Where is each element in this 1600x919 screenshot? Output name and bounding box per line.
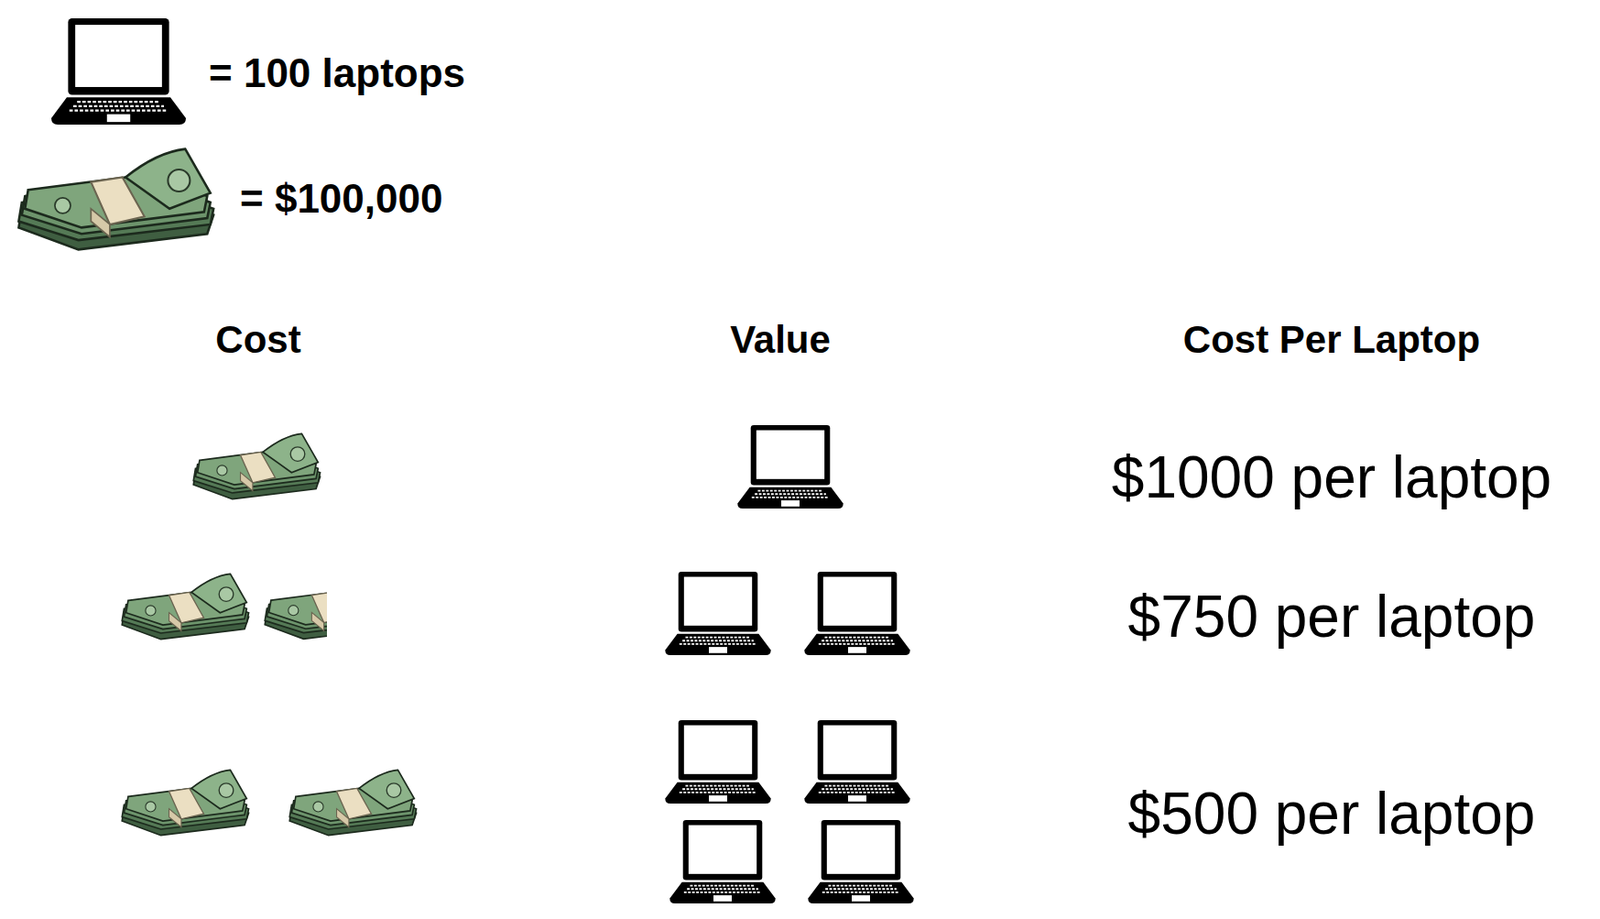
legend-text: = $100,000: [239, 176, 443, 221]
laptop-icon: [807, 819, 914, 904]
money-icon: [18, 149, 214, 251]
column-header: Value: [729, 318, 831, 361]
legend-text: = 100 laptops: [208, 51, 466, 96]
money-icon: [289, 769, 416, 835]
cost-per-laptop: $750 per laptop: [1128, 584, 1536, 649]
laptop-icon: [737, 424, 843, 509]
cost-per-laptop: $1000 per laptop: [1111, 445, 1552, 510]
column-header: Cost Per Laptop: [1183, 318, 1481, 361]
money-icon: [193, 433, 320, 499]
money-icon: [121, 769, 249, 835]
laptop-icon: [51, 18, 186, 125]
cost-per-laptop: $500 per laptop: [1128, 781, 1536, 846]
half-money-icon: [264, 573, 392, 639]
laptop-icon: [804, 719, 910, 804]
laptop-icon: [664, 571, 771, 655]
column-header: Cost: [215, 318, 301, 361]
laptop-icon: [804, 571, 910, 655]
laptop-icon: [669, 819, 775, 904]
laptop-icon: [664, 719, 771, 804]
money-icon: [121, 573, 249, 639]
